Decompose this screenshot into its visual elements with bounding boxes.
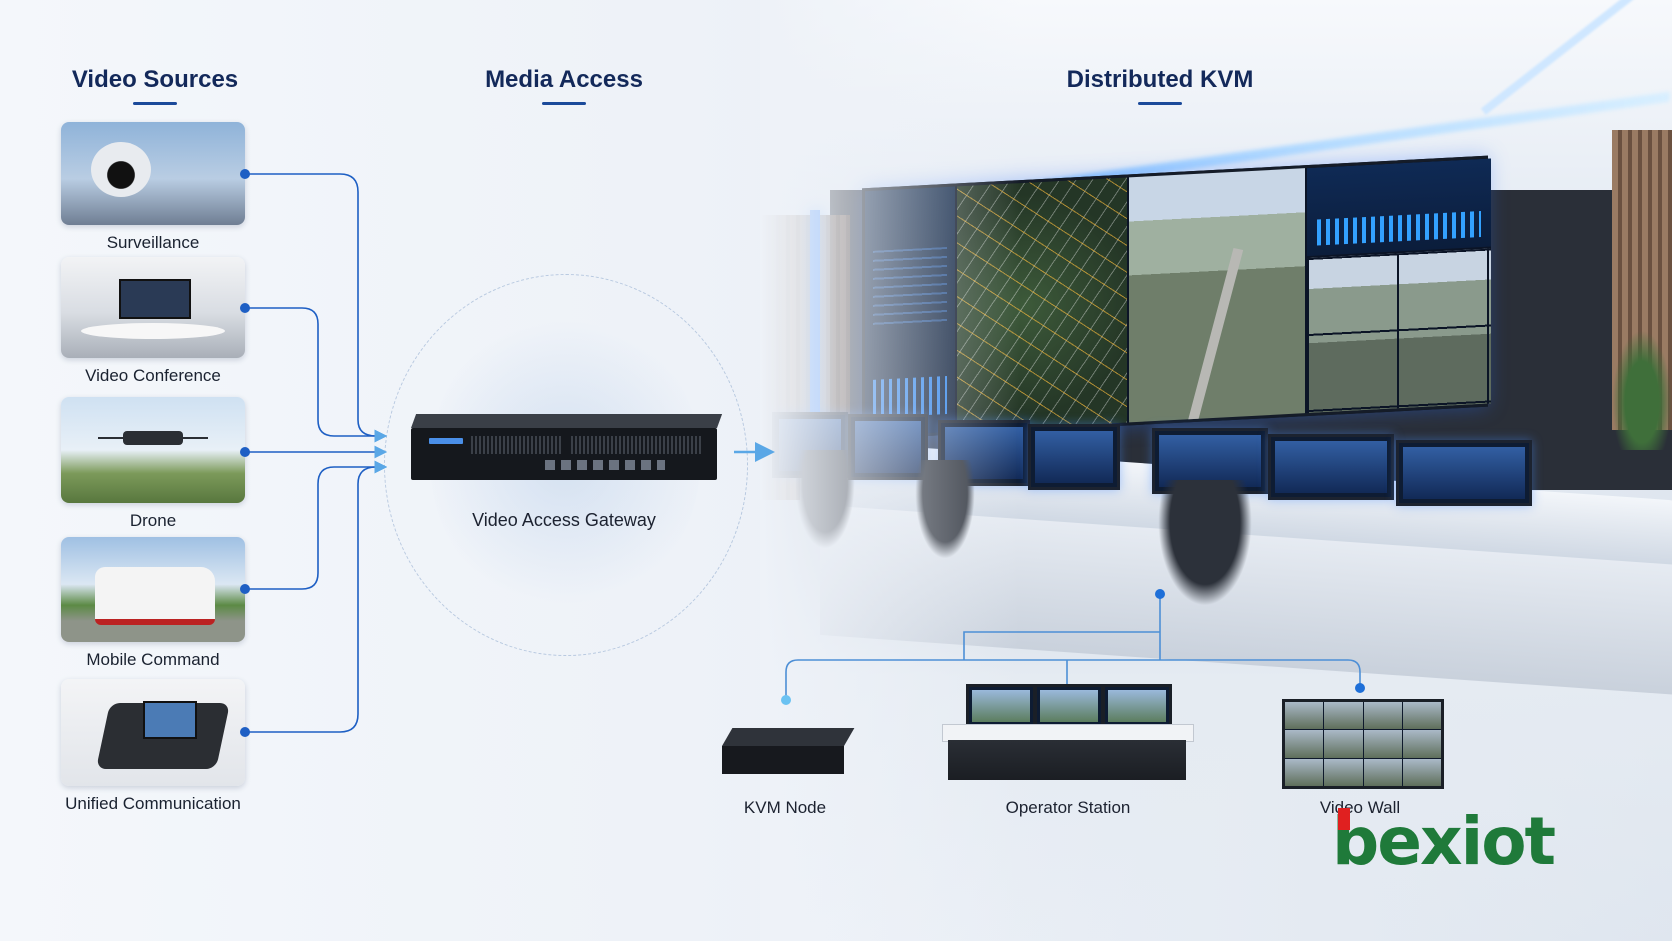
desk-monitor — [1396, 440, 1532, 506]
dome-camera — [91, 142, 151, 197]
kvm-to-node — [785, 659, 799, 700]
wall-tile — [1324, 758, 1363, 786]
wall-tile — [1363, 702, 1402, 730]
kvm-device-label: Operator Station — [1005, 798, 1131, 817]
connector-unified — [245, 460, 388, 733]
wall-tile — [1324, 730, 1363, 758]
connector-dot — [1155, 589, 1165, 599]
source-surveillance: Surveillance — [61, 122, 245, 253]
desk-monitor — [1268, 434, 1394, 500]
wall-tile — [1402, 702, 1441, 730]
connector-mobile — [245, 460, 388, 590]
station-monitor — [1034, 684, 1104, 728]
device-vent — [571, 436, 701, 454]
source-label: Surveillance — [106, 233, 200, 252]
video-wall-icon — [1282, 699, 1444, 789]
plant — [1612, 330, 1672, 450]
source-video-conference: Video Conference — [61, 257, 245, 386]
control-room-photo — [760, 0, 1672, 941]
conference-table — [81, 323, 225, 339]
connector-dot — [240, 584, 250, 594]
wall-tile — [1285, 702, 1324, 730]
wall-tile — [1402, 730, 1441, 758]
source-mobile-command: Mobile Command — [61, 537, 245, 670]
section-title-text: Media Access — [485, 66, 643, 93]
device-vent — [471, 436, 561, 454]
kvm-branch — [963, 631, 1160, 660]
kvm-bus — [798, 659, 1361, 688]
source-label: Mobile Command — [86, 650, 220, 669]
desk-monitor — [1028, 424, 1120, 490]
section-title-text: Distributed KVM — [1066, 66, 1254, 93]
section-title-text: Video Sources — [71, 66, 239, 93]
wall-tile — [1324, 702, 1363, 730]
drone-icon — [61, 397, 245, 503]
connector-dot — [1355, 683, 1365, 693]
connector-dot — [240, 727, 250, 737]
ip-phone-icon — [61, 679, 245, 786]
phone-screen — [143, 701, 197, 739]
kvm-device-label: KVM Node — [743, 798, 827, 817]
gateway-device-icon — [411, 414, 723, 480]
title-underline — [542, 102, 586, 105]
drone-body — [123, 431, 183, 445]
connector-conference — [245, 307, 388, 443]
section-title-media-access: Media Access — [464, 66, 664, 105]
station-monitor — [966, 684, 1036, 728]
wall-tile — [1402, 758, 1441, 786]
section-title-video-sources: Video Sources — [60, 66, 250, 105]
brand-logo: bexiot — [1332, 803, 1556, 880]
office-chair — [1150, 480, 1260, 620]
source-label: Unified Communication — [65, 794, 241, 813]
operator-station-icon — [942, 684, 1194, 784]
device-brand-mark — [429, 438, 463, 444]
connector-dot — [240, 303, 250, 313]
wall-tile — [1285, 730, 1324, 758]
title-underline — [133, 102, 177, 105]
photo-fade — [760, 0, 1020, 941]
device-top — [722, 728, 855, 746]
connector-dot — [781, 695, 791, 705]
source-drone: Drone — [61, 397, 245, 531]
conference-room-icon — [61, 257, 245, 358]
title-underline — [1138, 102, 1182, 105]
gateway-label: Video Access Gateway — [472, 510, 656, 530]
source-unified-communication: Unified Communication — [61, 679, 245, 814]
wall-tile — [1363, 730, 1402, 758]
device-front — [722, 746, 844, 774]
command-vehicle-icon — [61, 537, 245, 642]
station-monitor — [1102, 684, 1172, 728]
device-ports — [545, 460, 665, 470]
connector-surveillance — [245, 173, 388, 443]
section-title-distributed-kvm: Distributed KVM — [1050, 66, 1270, 105]
brand-logo-accent — [1338, 808, 1350, 830]
conference-screen — [119, 279, 191, 319]
connector-dot — [240, 169, 250, 179]
surveillance-camera-icon — [61, 122, 245, 225]
kvm-node-icon — [722, 728, 855, 776]
command-van — [95, 567, 215, 625]
wall-tile — [1363, 758, 1402, 786]
source-label: Video Conference — [85, 366, 221, 385]
station-base — [948, 740, 1186, 780]
source-label: Drone — [129, 511, 177, 530]
connector-dot — [240, 447, 250, 457]
wall-tile — [1285, 758, 1324, 786]
